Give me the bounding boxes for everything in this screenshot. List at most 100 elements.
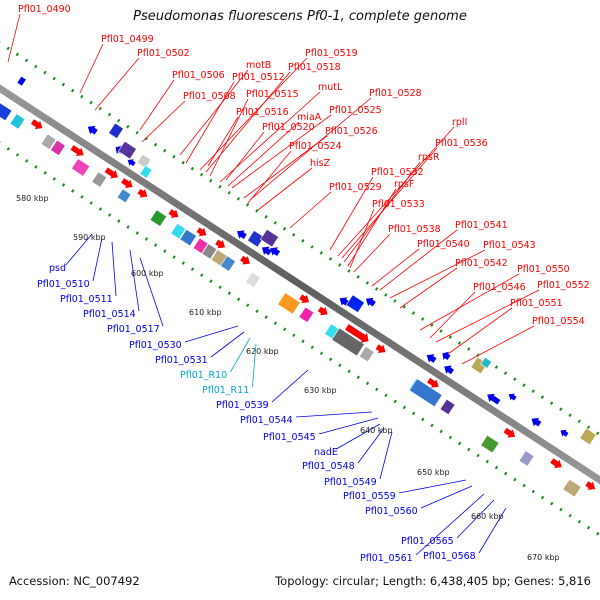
- reverse-gene-arrow: [261, 246, 272, 256]
- forward-gene-arrow: [550, 458, 562, 469]
- gene-feature: [215, 239, 226, 249]
- gene-feature: [550, 458, 562, 469]
- leader-line-top: [429, 291, 476, 339]
- reverse-gene-arrow: [87, 125, 98, 135]
- gene-feature: [562, 478, 582, 498]
- tick-dot-rows: [0, 41, 600, 537]
- forward-gene-arrow: [30, 119, 43, 130]
- leader-line-top: [353, 233, 391, 273]
- tick-row-upper: [0, 141, 600, 537]
- gene-feature: [104, 167, 118, 179]
- gene-label-reverse: Pfl01_0514: [83, 309, 136, 320]
- gene-feature: [270, 247, 281, 256]
- leader-line-bottom: [478, 507, 507, 554]
- gene-feature: [518, 450, 535, 467]
- gene-label-forward: Pfl01_0508: [183, 91, 236, 102]
- gene-feature: [331, 327, 365, 357]
- gene-label-forward: Pfl01_0528: [369, 88, 422, 99]
- forward-gene-arrow: [121, 178, 133, 188]
- gene-feature: [117, 140, 137, 160]
- gene-block: [298, 306, 315, 323]
- gene-feature: [70, 145, 84, 157]
- gene-label-forward: mutL: [318, 82, 343, 93]
- gene-label-reverse: Pfl01_0545: [263, 432, 316, 443]
- forward-gene-arrow: [299, 294, 310, 304]
- label-leader-lines: [7, 13, 540, 556]
- gene-block: [409, 378, 443, 408]
- gene-block: [345, 294, 365, 313]
- leader-line-bottom: [139, 257, 164, 327]
- gene-feature: [508, 393, 517, 401]
- reverse-gene-arrow: [270, 247, 281, 256]
- leader-line-bottom: [230, 337, 251, 373]
- reverse-gene-arrow: [442, 351, 451, 361]
- gene-feature: [358, 346, 375, 363]
- gene-feature: [196, 227, 207, 237]
- accession-text: Accession: NC_007492: [9, 574, 140, 588]
- gene-feature: [579, 427, 597, 446]
- gene-feature: [317, 306, 328, 316]
- kbp-label: 650 kbp: [417, 468, 450, 477]
- gene-label-forward: Pfl01_0518: [288, 62, 341, 73]
- gene-feature: [9, 113, 26, 130]
- gene-label-reverse: Pfl01_0548: [302, 461, 355, 472]
- gene-feature: [277, 292, 301, 315]
- gene-block: [170, 222, 187, 240]
- map-title: Pseudomonas fluorescens Pf0-1, complete …: [133, 9, 467, 24]
- gene-label-forward: motB: [246, 60, 271, 71]
- gene-label-reverse: Pfl01_0559: [343, 491, 396, 502]
- gene-feature: [192, 237, 209, 254]
- backbone-line: [0, 84, 600, 485]
- gene-block: [331, 327, 365, 357]
- gene-label-forward: Pfl01_0515: [246, 89, 299, 100]
- gene-feature: [168, 209, 179, 218]
- gene-feature: [487, 393, 501, 405]
- gene-feature: [503, 427, 516, 438]
- leader-line-bottom: [295, 411, 373, 418]
- leader-line-bottom: [398, 479, 467, 494]
- gene-feature: [136, 153, 152, 169]
- leader-line-bottom: [252, 343, 257, 388]
- gene-feature: [201, 243, 218, 260]
- leader-line-bottom: [184, 325, 239, 343]
- leader-line-top: [199, 57, 308, 171]
- leader-line-top: [225, 131, 265, 181]
- forward-gene-arrow: [137, 188, 148, 198]
- gene-label-forward: Pfl01_0512: [232, 72, 285, 83]
- gene-feature: [149, 209, 168, 227]
- gene-feature: [261, 246, 272, 256]
- gene-feature: [139, 165, 153, 179]
- gene-label-forward: Pfl01_0502: [137, 48, 190, 59]
- gene-feature: [91, 171, 108, 188]
- gene-label-forward: Pfl01_0490: [18, 4, 71, 15]
- forward-gene-arrow: [70, 145, 84, 157]
- gene-label-forward: Pfl01_0540: [417, 239, 470, 250]
- kbp-label: 600 kbp: [131, 269, 164, 278]
- gene-label-forward: Pfl01_0519: [305, 48, 358, 59]
- gene-block: [9, 113, 26, 130]
- gene-label-reverse: Pfl01_0568: [423, 551, 476, 562]
- gene-block: [562, 478, 582, 498]
- gene-feature: [240, 255, 250, 265]
- leader-line-top: [227, 121, 300, 187]
- gene-label-forward: Pfl01_0526: [325, 126, 378, 137]
- gene-feature: [16, 75, 27, 87]
- forward-gene-arrow: [375, 344, 386, 354]
- kbp-label: 670 kbp: [527, 553, 560, 562]
- gene-label-rna: Pfl01_R11: [202, 385, 249, 396]
- gene-block: [518, 450, 535, 467]
- gene-block: [277, 292, 301, 315]
- leader-line-top: [341, 147, 438, 259]
- gene-label-forward: Pfl01_0543: [483, 240, 536, 251]
- gene-feature: [444, 365, 454, 375]
- gene-label-reverse: Pfl01_0565: [401, 536, 454, 547]
- gene-feature: [87, 125, 98, 135]
- leader-line-bottom: [129, 249, 140, 312]
- leader-line-bottom: [111, 241, 117, 297]
- gene-label-forward: Pfl01_0525: [329, 105, 382, 116]
- gene-label-reverse: Pfl01_0510: [37, 279, 90, 290]
- gene-block: [0, 101, 13, 122]
- forward-gene-arrow: [317, 306, 328, 316]
